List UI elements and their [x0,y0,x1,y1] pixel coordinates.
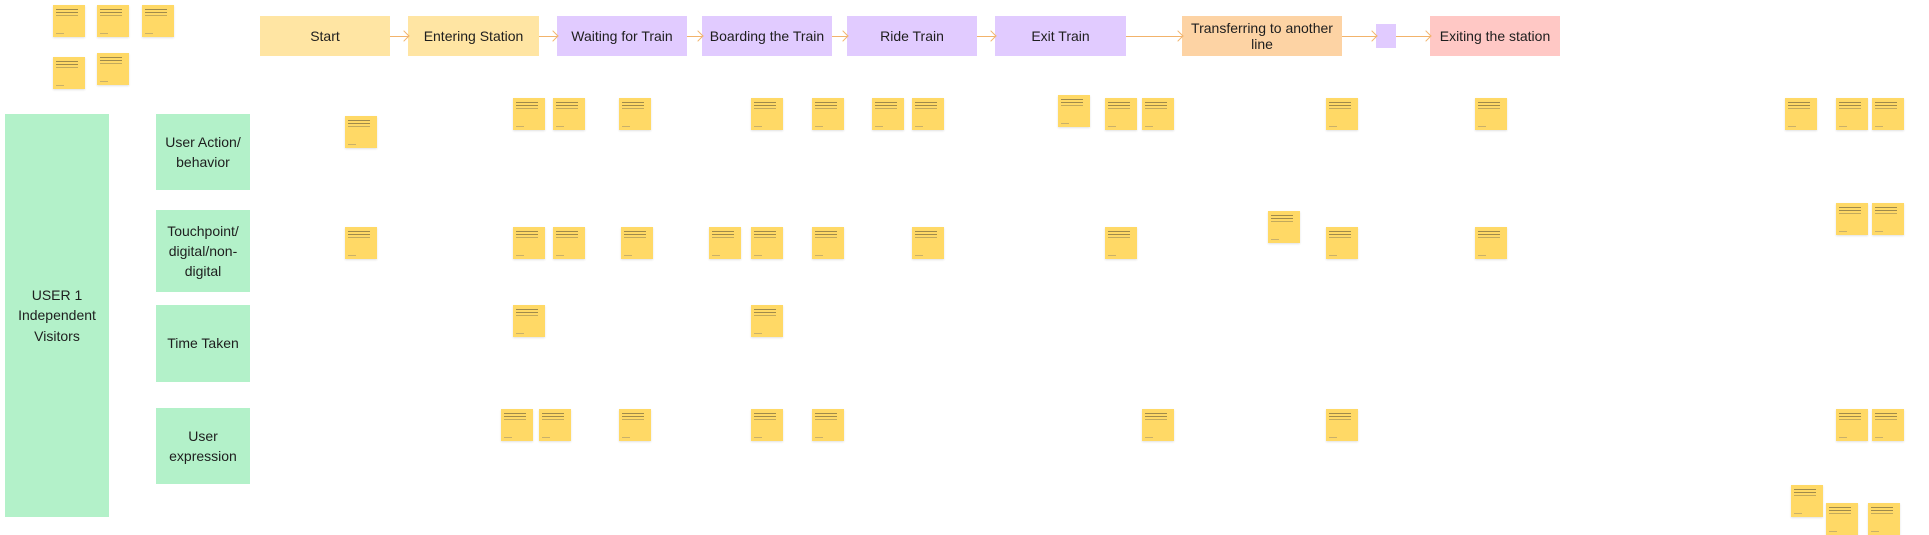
stage-transferring[interactable]: Transferring to another line [1182,16,1342,56]
sticky-note[interactable] [1836,203,1868,235]
connector-arrow [687,36,702,37]
sticky-note[interactable] [142,5,174,37]
row-label-touchpoint: Touchpoint/ digital/non-digital [156,210,250,292]
sticky-note[interactable] [619,409,651,441]
connector-arrow [539,36,557,37]
sticky-note[interactable] [1872,203,1904,235]
connector-line [1342,36,1376,37]
sticky-note[interactable] [1872,98,1904,130]
stage-placeholder-square[interactable] [1376,24,1396,48]
sticky-note[interactable] [345,116,377,148]
row-label-user-action: User Action/ behavior [156,114,250,190]
sticky-note[interactable] [751,98,783,130]
sticky-note[interactable] [513,305,545,337]
sticky-note[interactable] [709,227,741,259]
sticky-note[interactable] [912,98,944,130]
sticky-note[interactable] [553,227,585,259]
sticky-note[interactable] [1326,227,1358,259]
stage-boarding-the-train[interactable]: Boarding the Train [702,16,832,56]
connector-arrow [832,36,847,37]
sticky-note[interactable] [812,409,844,441]
sticky-note[interactable] [1105,98,1137,130]
row-label-user-expression: User expression [156,408,250,484]
sticky-note[interactable] [1791,485,1823,517]
sticky-note[interactable] [1475,227,1507,259]
sticky-note[interactable] [872,98,904,130]
sticky-note[interactable] [1836,98,1868,130]
stage-exit-train[interactable]: Exit Train [995,16,1126,56]
sticky-note[interactable] [812,98,844,130]
stage-start[interactable]: Start [260,16,390,56]
sticky-note[interactable] [1872,409,1904,441]
sticky-note[interactable] [1785,98,1817,130]
sticky-note[interactable] [1105,227,1137,259]
sticky-note[interactable] [97,5,129,37]
sticky-note[interactable] [1142,409,1174,441]
sticky-note[interactable] [619,98,651,130]
sticky-note[interactable] [501,409,533,441]
sticky-note[interactable] [1326,98,1358,130]
row-label-time-taken: Time Taken [156,305,250,382]
connector-arrow [1126,36,1182,37]
sticky-note[interactable] [1836,409,1868,441]
sticky-note[interactable] [513,227,545,259]
sticky-note[interactable] [539,409,571,441]
sticky-note[interactable] [1475,98,1507,130]
sticky-note[interactable] [553,98,585,130]
sticky-note[interactable] [621,227,653,259]
sticky-note[interactable] [1326,409,1358,441]
sticky-note[interactable] [812,227,844,259]
sticky-note[interactable] [751,227,783,259]
sticky-note[interactable] [751,305,783,337]
sticky-note[interactable] [53,5,85,37]
sticky-note[interactable] [1268,211,1300,243]
sticky-note[interactable] [1868,503,1900,535]
sticky-note[interactable] [97,53,129,85]
connector-arrow [1396,36,1430,37]
sticky-note[interactable] [1142,98,1174,130]
sticky-note[interactable] [751,409,783,441]
sticky-note[interactable] [345,227,377,259]
persona-label: USER 1 Independent Visitors [5,114,109,517]
sticky-note[interactable] [1826,503,1858,535]
connector-arrow [390,36,408,37]
stage-exiting-the-station[interactable]: Exiting the station [1430,16,1560,56]
connector-arrow [977,36,995,37]
stage-entering-station[interactable]: Entering Station [408,16,539,56]
stage-waiting-for-train[interactable]: Waiting for Train [557,16,687,56]
sticky-note[interactable] [1058,95,1090,127]
stage-ride-train[interactable]: Ride Train [847,16,977,56]
sticky-note[interactable] [53,57,85,89]
sticky-note[interactable] [912,227,944,259]
sticky-note[interactable] [513,98,545,130]
